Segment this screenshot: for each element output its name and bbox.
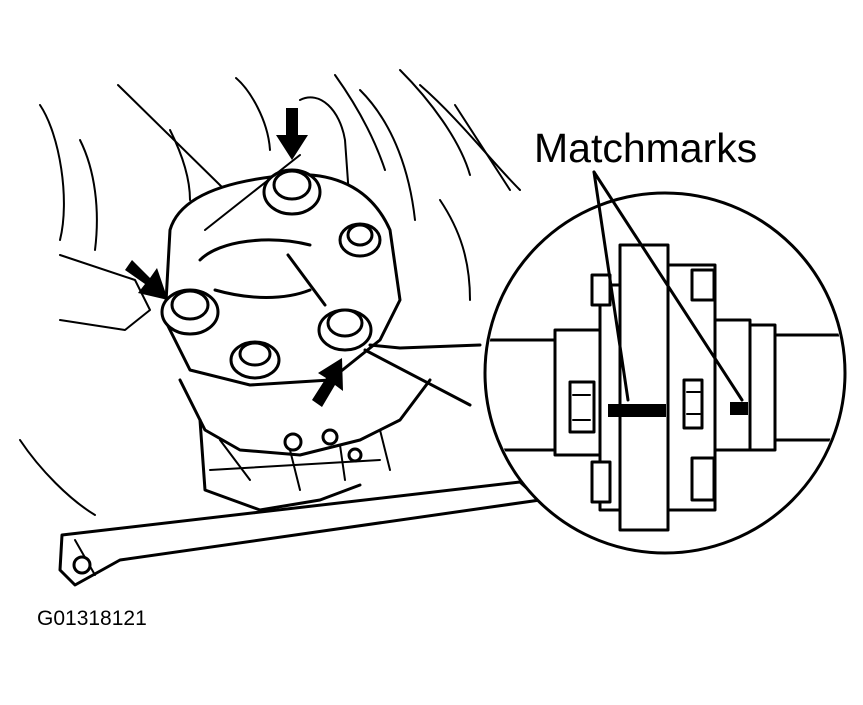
- arrow-up-icon: [312, 358, 343, 407]
- matchmarks-label: Matchmarks: [534, 125, 758, 171]
- bolt-bottom: [229, 340, 281, 380]
- body-lines: [19, 69, 521, 516]
- bolt-top: [262, 168, 322, 216]
- leader-line-right: [592, 170, 744, 402]
- arrow-down-icon: [276, 108, 308, 160]
- bolt-arrow-icon: [125, 108, 343, 407]
- magnified-view: [483, 191, 847, 555]
- bolt-rear: [338, 222, 382, 258]
- flange-matchmark-line: [286, 253, 327, 307]
- callout-link-bottom: [363, 348, 472, 407]
- suspension-arm: [58, 480, 542, 587]
- matchmark-left: [608, 404, 666, 417]
- bolt-left: [160, 288, 220, 336]
- leader-line-left: [592, 170, 630, 402]
- matchmark-right: [730, 402, 748, 415]
- matchmark-icon: [608, 402, 748, 417]
- arrow-right-icon: [125, 260, 168, 300]
- figure-code: G01318121: [37, 607, 147, 630]
- callout-link-top: [368, 343, 482, 350]
- bolt-right: [317, 308, 373, 352]
- flange-bolts: [160, 168, 382, 380]
